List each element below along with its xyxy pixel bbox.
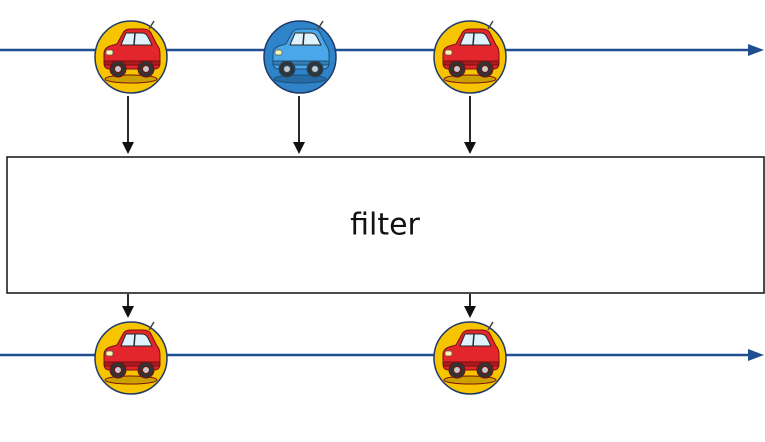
output-timeline-arrowhead — [748, 349, 764, 361]
input-arrowhead-3 — [464, 142, 476, 154]
output-arrowhead-2 — [464, 306, 476, 318]
output-arrowhead-1 — [122, 306, 134, 318]
output-arrows — [122, 294, 476, 318]
operator-box: filter — [6, 156, 765, 294]
output-marble-2 — [433, 321, 507, 395]
input-marble-2 — [263, 20, 337, 94]
output-marble-1 — [94, 321, 168, 395]
input-arrowhead-1 — [122, 142, 134, 154]
operator-label: filter — [350, 208, 420, 243]
input-timeline-arrowhead — [748, 44, 764, 56]
input-arrows — [122, 96, 476, 154]
input-marble-1 — [94, 20, 168, 94]
input-marble-3 — [433, 20, 507, 94]
input-arrowhead-2 — [293, 142, 305, 154]
